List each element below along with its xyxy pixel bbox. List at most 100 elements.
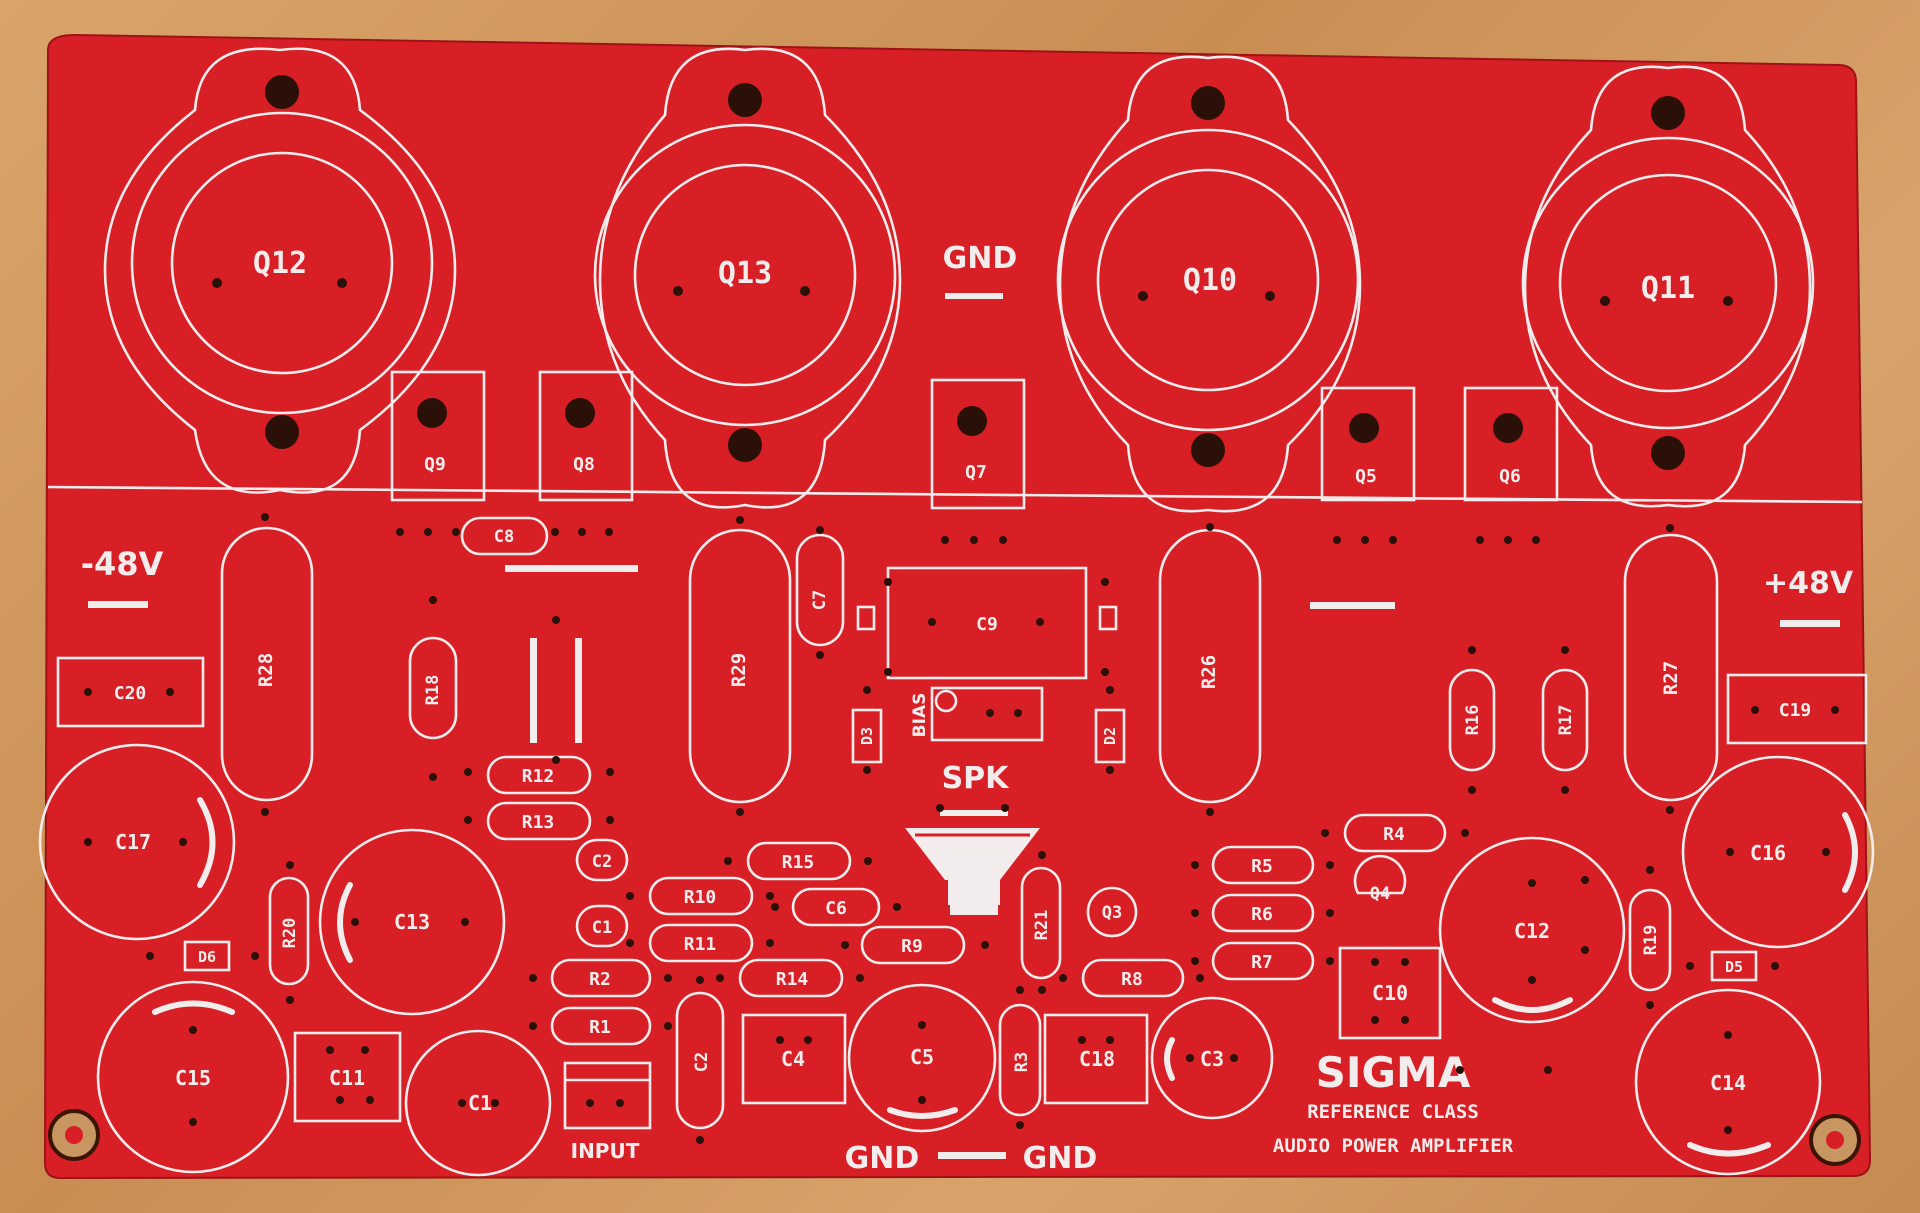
label-r5: R5 <box>1251 856 1273 877</box>
label-q13: Q13 <box>718 256 772 291</box>
label-r20: R20 <box>280 918 300 949</box>
r10-outline <box>648 876 754 916</box>
q4-outline <box>1353 854 1407 895</box>
label-c18: C18 <box>1079 1047 1115 1071</box>
r20-outline <box>268 876 310 986</box>
r16-outline <box>1448 668 1496 772</box>
label-r26: R26 <box>1198 655 1220 689</box>
r13-outline <box>486 801 592 841</box>
c3-outline <box>1150 996 1274 1120</box>
label-r21: R21 <box>1032 910 1052 941</box>
label-c17: C17 <box>115 830 151 854</box>
c9-outline <box>886 566 1088 680</box>
label-c9: C9 <box>976 614 998 635</box>
label-gnd-left: GND <box>845 1141 920 1176</box>
label-r16: R16 <box>1463 705 1483 736</box>
label-r7: R7 <box>1251 952 1273 973</box>
label-q6: Q6 <box>1499 466 1521 487</box>
c4-outline <box>741 1013 847 1105</box>
c18-outline <box>1043 1013 1149 1105</box>
bar-left <box>505 565 638 572</box>
label-c15: C15 <box>175 1066 211 1090</box>
pos48-pad <box>1780 620 1840 627</box>
c14-outline <box>1634 988 1822 1176</box>
label-q11: Q11 <box>1641 271 1695 306</box>
label-r15: R15 <box>782 852 815 873</box>
label-q4: Q4 <box>1370 884 1390 904</box>
via-holes <box>84 513 1839 1144</box>
q9-package <box>390 370 486 536</box>
label-bias: BIAS <box>910 693 930 738</box>
r3-outline <box>998 1003 1042 1117</box>
q10-outline <box>1056 55 1362 513</box>
c19-outline <box>1726 673 1868 745</box>
r9-outline <box>860 925 966 965</box>
label-r28: R28 <box>255 653 277 687</box>
label-d3: D3 <box>858 727 876 745</box>
label-c8: C8 <box>494 527 514 547</box>
label-pos48: +48V <box>1763 566 1854 601</box>
label-r3: R3 <box>1012 1052 1032 1072</box>
label-c10: C10 <box>1372 981 1408 1005</box>
bias-trimmer-outline <box>930 686 1044 742</box>
heatsink-line <box>47 485 1863 504</box>
cs2-outline <box>575 838 629 882</box>
r15-outline <box>746 841 852 881</box>
label-c12: C12 <box>1514 919 1550 943</box>
label-c14: C14 <box>1710 1071 1746 1095</box>
speaker-icon <box>905 828 1040 915</box>
label-d2: D2 <box>1101 727 1119 745</box>
label-c7: C7 <box>810 590 830 610</box>
label-gnd-top: GND <box>943 241 1018 276</box>
c7-outline <box>795 533 845 647</box>
r14-outline <box>738 958 844 998</box>
label-r13: R13 <box>522 812 555 833</box>
label-c5: C5 <box>910 1045 934 1069</box>
bar-right <box>1310 602 1395 609</box>
r7-outline <box>1211 941 1315 981</box>
label-q7: Q7 <box>965 462 987 483</box>
c20-outline <box>56 656 205 728</box>
label-r4: R4 <box>1383 824 1405 845</box>
q11-outline <box>1521 65 1815 508</box>
c11-outline <box>293 1031 402 1123</box>
label-r18: R18 <box>423 675 443 706</box>
d3-outline <box>851 708 883 764</box>
spk-pad <box>940 810 1008 816</box>
q13-outline <box>593 47 902 509</box>
r8-outline <box>1081 958 1185 998</box>
label-d6: D6 <box>198 948 216 966</box>
label-r2: R2 <box>589 969 611 990</box>
gnd-top-pad <box>945 293 1003 299</box>
mount-hole-right <box>1809 1114 1861 1166</box>
r19-outline <box>1628 888 1672 992</box>
label-gnd-right: GND <box>1023 1141 1098 1176</box>
cs1-outline <box>575 904 629 948</box>
brand-subtitle-2: AUDIO POWER AMPLIFIER <box>1273 1135 1514 1157</box>
q5-package <box>1320 386 1416 544</box>
pcb-board <box>43 33 1872 1180</box>
c15-outline <box>96 980 290 1174</box>
c1-outline <box>404 1029 552 1177</box>
label-c3: C3 <box>1200 1047 1224 1071</box>
label-c19: C19 <box>1779 700 1812 721</box>
r4-outline <box>1343 813 1447 853</box>
label-c2-small: C2 <box>592 852 612 872</box>
q3-outline <box>1086 886 1138 938</box>
d5-outline <box>1710 950 1758 982</box>
label-r10: R10 <box>684 887 717 908</box>
brand-sigma: SIGMA <box>1316 1048 1471 1097</box>
r2-outline <box>550 958 652 998</box>
label-q5: Q5 <box>1355 466 1377 487</box>
label-c1-small: C1 <box>592 918 612 938</box>
r27-outline <box>1623 533 1719 802</box>
label-q12: Q12 <box>253 246 307 281</box>
r6-outline <box>1211 893 1315 933</box>
label-c16: C16 <box>1750 841 1786 865</box>
label-q9: Q9 <box>424 454 446 475</box>
label-r12: R12 <box>522 766 555 787</box>
label-q10: Q10 <box>1183 263 1237 298</box>
r11-outline <box>648 923 754 963</box>
label-c20: C20 <box>114 683 147 704</box>
